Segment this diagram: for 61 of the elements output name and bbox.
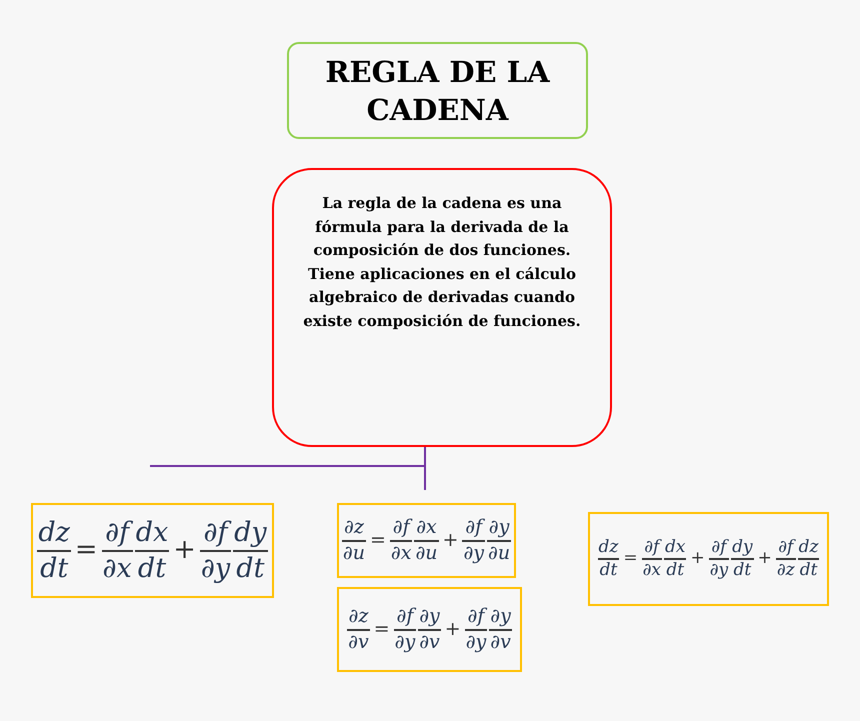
denominator: ∂z [776, 560, 796, 582]
operator: = [374, 617, 390, 642]
operator: = [370, 528, 386, 554]
denominator: ∂y [200, 552, 232, 586]
formula-box [337, 587, 522, 672]
numerator: dz [37, 516, 71, 550]
numerator: dx [134, 516, 170, 550]
operator: + [758, 547, 772, 570]
formula-box [31, 503, 274, 598]
numerator: dy [731, 536, 754, 558]
operator: + [173, 533, 196, 568]
numerator: dz [598, 536, 620, 558]
denominator: ∂x [642, 560, 662, 582]
denominator: ∂v [489, 630, 512, 654]
numerator: ∂z [343, 516, 365, 540]
operator: + [690, 547, 705, 570]
operator: = [623, 547, 638, 570]
denominator: ∂y [464, 630, 488, 654]
numerator: ∂y [488, 516, 510, 540]
denominator: dt [665, 560, 686, 582]
denominator: dt [598, 560, 618, 582]
denominator: dt [39, 552, 70, 586]
denominator: dt [235, 552, 266, 586]
denominator: ∂x [390, 542, 412, 566]
denominator: ∂x [102, 552, 133, 586]
numerator: ∂f [392, 516, 411, 540]
numerator: ∂x [415, 516, 438, 540]
description-box [272, 168, 612, 447]
connector-line [150, 447, 426, 467]
denominator: dt [732, 560, 752, 582]
denominator: ∂y [394, 630, 416, 654]
numerator: ∂f [396, 604, 414, 628]
numerator: ∂f [466, 604, 486, 628]
formula-box [588, 512, 829, 606]
numerator: ∂f [643, 536, 660, 558]
description-text: La regla de la cadena es una fórmula para la derivada de la composición de dos funciones. Tiene aplicaciones en el cálculo algebraico de derivadas cuando existe composición de funciones. [302, 193, 582, 332]
denominator: ∂y [708, 560, 730, 582]
numerator: ∂f [104, 516, 130, 550]
numerator: ∂f [710, 536, 728, 558]
operator: + [444, 617, 461, 642]
title-box [287, 42, 588, 139]
denominator: ∂u [342, 542, 366, 566]
denominator: ∂v [347, 630, 370, 654]
numerator: ∂f [777, 536, 794, 558]
denominator: ∂u [487, 542, 512, 566]
numerator: dz [798, 536, 820, 558]
denominator: ∂u [414, 542, 439, 566]
denominator: ∂v [418, 630, 441, 654]
numerator: dx [664, 536, 686, 558]
operator: + [442, 528, 458, 554]
operator: = [74, 533, 98, 568]
denominator: ∂y [462, 542, 485, 566]
numerator: ∂f [464, 516, 484, 540]
denominator: dt [136, 552, 168, 586]
numerator: ∂y [489, 604, 512, 628]
numerator: ∂z [348, 604, 370, 628]
numerator: dy [233, 516, 268, 550]
formula-box [337, 503, 516, 578]
numerator: ∂y [418, 604, 441, 628]
title-text: REGLA DE LA CADENA [324, 54, 551, 128]
denominator: dt [798, 560, 818, 582]
